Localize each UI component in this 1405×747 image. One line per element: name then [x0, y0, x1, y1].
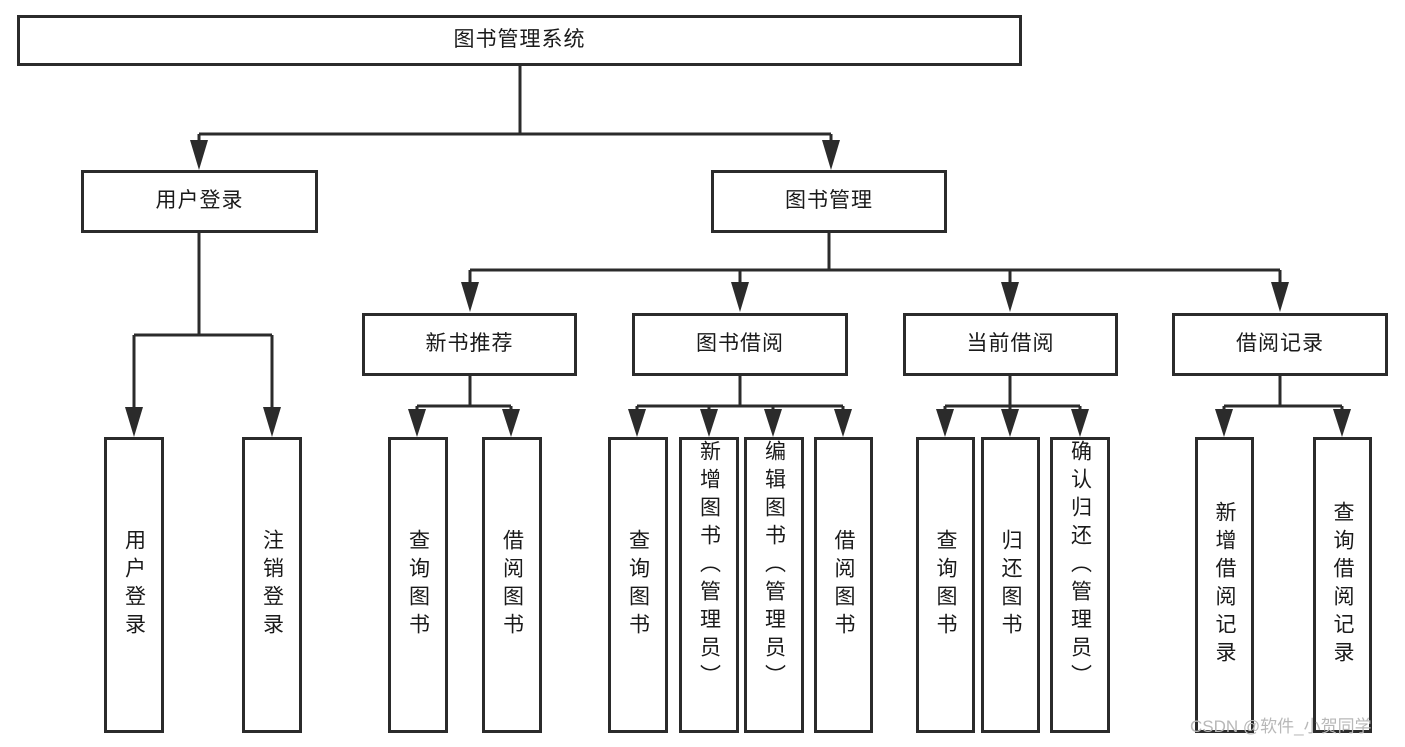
leaf-borrow-book-borrow-label: 借阅图书 [832, 529, 855, 641]
node-borrow-record-label: 借阅记录 [1236, 332, 1324, 356]
leaf-borrow-book-new[interactable]: 借阅图书 [482, 437, 542, 733]
leaf-borrow-book-borrow[interactable]: 借阅图书 [814, 437, 873, 733]
node-root[interactable]: 图书管理系统 [17, 15, 1022, 66]
node-user-login[interactable]: 用户登录 [81, 170, 318, 233]
leaf-query-book-current-label: 查询图书 [934, 529, 957, 641]
node-current-borrow[interactable]: 当前借阅 [903, 313, 1118, 376]
leaf-query-book-new-label: 查询图书 [406, 529, 430, 641]
leaf-user-login-label: 用户登录 [122, 529, 146, 641]
leaf-query-book-new[interactable]: 查询图书 [388, 437, 448, 733]
leaf-add-book-admin[interactable]: 新增图书（管理员） [679, 437, 739, 733]
leaf-user-login[interactable]: 用户登录 [104, 437, 164, 733]
leaf-return-book-label: 归还图书 [999, 529, 1022, 641]
leaf-add-borrow-record[interactable]: 新增借阅记录 [1195, 437, 1254, 733]
leaf-edit-book-admin-label: 编辑图书（管理员） [762, 440, 786, 692]
leaf-logout-label: 注销登录 [260, 529, 284, 641]
node-current-borrow-label: 当前借阅 [966, 332, 1055, 356]
node-root-label: 图书管理系统 [453, 28, 586, 52]
leaf-query-book-current[interactable]: 查询图书 [916, 437, 975, 733]
node-new-book-recommend[interactable]: 新书推荐 [362, 313, 577, 376]
leaf-query-borrow-record[interactable]: 查询借阅记录 [1313, 437, 1372, 733]
leaf-add-borrow-record-label: 新增借阅记录 [1213, 501, 1236, 669]
node-user-login-label: 用户登录 [155, 189, 244, 213]
node-book-borrow-label: 图书借阅 [696, 332, 784, 356]
leaf-confirm-return-admin-label: 确认归还（管理员） [1068, 440, 1092, 692]
leaf-logout[interactable]: 注销登录 [242, 437, 302, 733]
leaf-query-book-borrow[interactable]: 查询图书 [608, 437, 668, 733]
leaf-add-book-admin-label: 新增图书（管理员） [697, 440, 721, 692]
leaf-borrow-book-new-label: 借阅图书 [500, 529, 524, 641]
node-book-management-label: 图书管理 [785, 189, 873, 213]
leaf-query-book-borrow-label: 查询图书 [626, 529, 650, 641]
node-book-management[interactable]: 图书管理 [711, 170, 947, 233]
leaf-confirm-return-admin[interactable]: 确认归还（管理员） [1050, 437, 1110, 733]
node-new-book-recommend-label: 新书推荐 [425, 332, 514, 356]
node-book-borrow[interactable]: 图书借阅 [632, 313, 848, 376]
leaf-return-book[interactable]: 归还图书 [981, 437, 1040, 733]
leaf-edit-book-admin[interactable]: 编辑图书（管理员） [744, 437, 804, 733]
leaf-query-borrow-record-label: 查询借阅记录 [1331, 501, 1354, 669]
node-borrow-record[interactable]: 借阅记录 [1172, 313, 1388, 376]
